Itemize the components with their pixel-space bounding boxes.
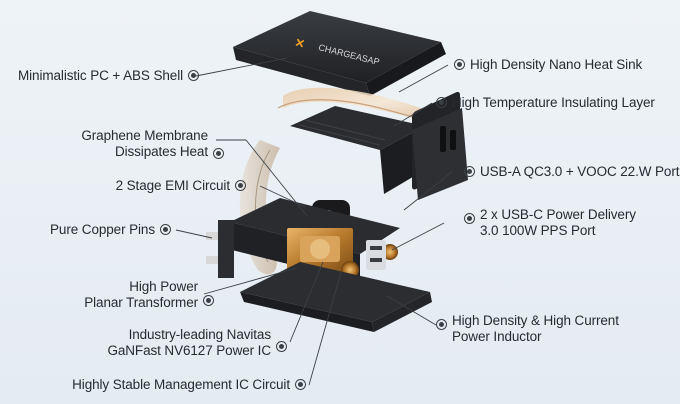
- target-circle-icon: [235, 180, 246, 191]
- copper-pin-top: [206, 232, 222, 240]
- label-graphene: Graphene Membrane Dissipates Heat: [81, 128, 224, 160]
- brand-logo-mark: ✕: [293, 35, 306, 51]
- label-usb-a: USB-A QC3.0 + VOOC 22.W Port: [464, 164, 679, 180]
- target-circle-icon: [188, 70, 199, 81]
- label-emi: 2 Stage EMI Circuit: [116, 178, 246, 194]
- label-heat-sink: High Density Nano Heat Sink: [454, 57, 642, 73]
- label-management: Highly Stable Management IC Circuit: [72, 377, 306, 393]
- usb-a-port-icon: [440, 126, 446, 152]
- label-pins: Pure Copper Pins: [50, 222, 171, 238]
- target-circle-icon: [213, 148, 224, 159]
- label-transformer: High Power Planar Transformer: [84, 279, 214, 311]
- pcb-assembly: [206, 198, 400, 296]
- label-navitas: Industry-leading Navitas GaNFast NV6127 …: [107, 327, 287, 359]
- target-circle-icon: [160, 224, 171, 235]
- target-circle-icon: [464, 166, 475, 177]
- usb-c-port-icon: [450, 130, 456, 150]
- target-circle-icon: [464, 213, 475, 224]
- label-usb-c: 2 x USB-C Power Delivery 3.0 100W PPS Po…: [464, 207, 636, 239]
- label-shell: Minimalistic PC + ABS Shell: [18, 68, 199, 84]
- target-circle-icon: [276, 341, 287, 352]
- leader-lines: [175, 57, 453, 386]
- top-shell: CHARGEASAP ✕: [233, 11, 446, 96]
- label-insulating: High Temperature Insulating Layer: [436, 95, 655, 111]
- target-circle-icon: [436, 97, 447, 108]
- target-circle-icon: [436, 319, 447, 330]
- port-plate: [412, 108, 468, 200]
- label-inductor: High Density & High Current Power Induct…: [436, 313, 619, 345]
- target-circle-icon: [454, 59, 465, 70]
- target-circle-icon: [203, 295, 214, 306]
- target-circle-icon: [295, 379, 306, 390]
- copper-pin-bottom: [206, 256, 222, 264]
